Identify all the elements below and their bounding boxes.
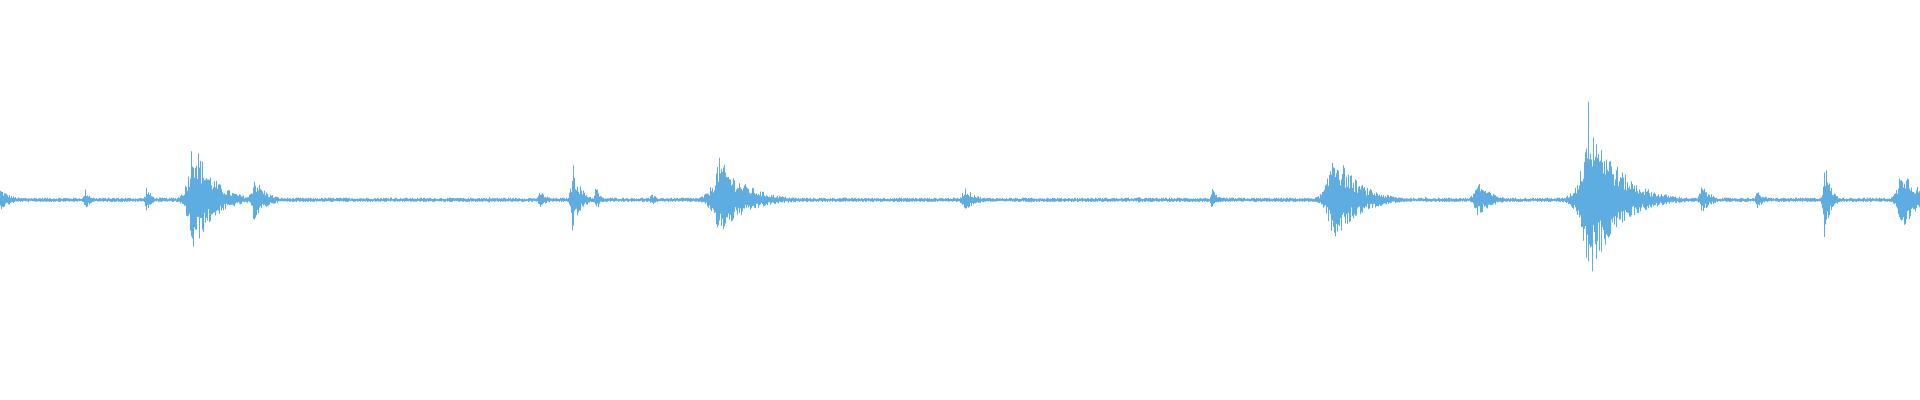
waveform-path xyxy=(0,101,1920,272)
